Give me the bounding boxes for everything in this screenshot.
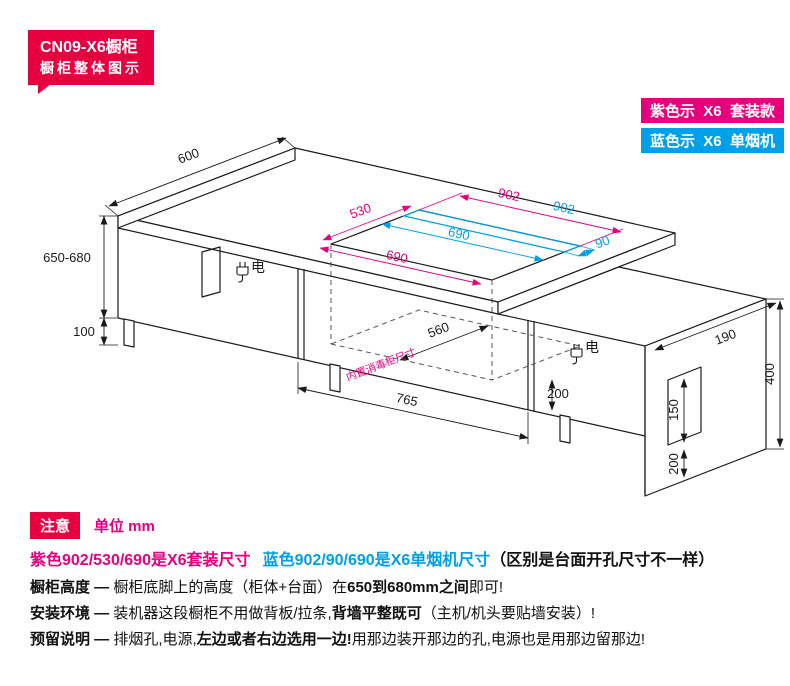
dim-765-line — [297, 386, 529, 440]
power-label-right: 电 — [585, 339, 599, 355]
dim-560-line — [399, 325, 489, 361]
attention-badge: 注意 — [30, 512, 81, 539]
dim-902-blue: 902 — [552, 198, 576, 217]
dims-purple — [319, 192, 624, 286]
note-height-text1: 橱柜底脚上的高度（柜体+台面）在 — [113, 579, 348, 596]
blue-size-rule: 蓝色902/90/690是X6单烟机尺寸 — [262, 552, 491, 569]
note-environment: 安装环境 — 装机器这段橱柜不用做背板/拉条,背墙平整既可（主机/机头要贴墙安装… — [30, 602, 595, 623]
dim-690-purple-line — [319, 246, 482, 286]
plug-icon — [570, 344, 583, 365]
note-env-text1: 装机器这段橱柜不用做背板/拉条, — [113, 605, 332, 622]
plug-icon — [236, 262, 249, 283]
extension-lines-blue — [563, 245, 596, 257]
dim-902-line — [459, 194, 622, 234]
purple-size-rule: 紫色902/530/690是X6套装尺寸 — [30, 552, 251, 569]
note-height: 橱柜高度 — 橱柜底脚上的高度（柜体+台面）在650到680mm之间即可! — [30, 576, 503, 597]
dim-690-blue-line — [381, 222, 544, 262]
plug-shape — [570, 344, 583, 365]
legend-blue: 蓝色示 X6 单烟机 — [640, 128, 784, 153]
hidden-lines — [329, 244, 582, 381]
note-env-text2: （主机/机头要贴墙安装）! — [421, 605, 596, 622]
note-reserve-text1: 排烟孔,电源, — [113, 631, 197, 648]
note-reserve-label: 预留说明 — — [30, 631, 114, 648]
dim-200-panel: 200 — [666, 453, 681, 475]
dims-blue — [381, 222, 596, 262]
dim-90-line — [577, 249, 595, 257]
note-height-bold: 650到680mm之间 — [347, 579, 469, 596]
cabinet-leg — [559, 414, 571, 444]
color-legend: 紫色示 X6 套装款 蓝色示 X6 单烟机 — [640, 98, 784, 153]
dim-560: 560 — [426, 319, 452, 341]
dim-190: 190 — [713, 326, 739, 348]
dim-150: 150 — [666, 399, 681, 421]
dim-90: 90 — [593, 232, 612, 251]
dim-600-line — [108, 137, 287, 207]
title-badge: CN09-X6橱柜 橱柜整体图示 — [28, 30, 154, 96]
unit-label: 单位 mm — [94, 518, 155, 535]
dim-400: 400 — [762, 363, 777, 385]
dim-530-line — [322, 205, 412, 241]
dim-690-purple: 690 — [385, 247, 409, 266]
dim-765: 765 — [395, 390, 419, 409]
dim-600: 600 — [176, 145, 202, 167]
interior-note: 内置消毒柜尺寸 — [344, 345, 417, 383]
cabinet-diagram: 600 650-680 100 902 902 530 690 690 90 5… — [43, 136, 784, 497]
legend-purple: 紫色示 X6 套装款 — [640, 98, 784, 123]
diagram-subtitle: 橱柜整体图示 — [40, 59, 142, 76]
opening-projection — [329, 244, 582, 381]
dim-530: 530 — [348, 200, 374, 222]
dim-100: 100 — [73, 324, 95, 339]
dims-black — [99, 136, 784, 478]
plug-shape — [236, 262, 249, 283]
dim-650-680: 650-680 — [43, 250, 91, 265]
dim-190-line — [654, 302, 777, 351]
note-env-label: 安装环境 — — [30, 605, 114, 622]
note-reserve: 预留说明 — 排烟孔,电源,左边或者右边选用一边!用那边装开那边的孔,电源也是用… — [30, 628, 645, 649]
carcass-edges — [117, 228, 646, 496]
note-reserve-text2: 用那边装开那边的孔,电源也是用那边留那边! — [351, 631, 646, 648]
size-rule-remark: （区别是台面开孔尺寸不一样） — [490, 552, 715, 569]
model-title: CN09-X6橱柜 — [40, 39, 138, 56]
power-label-left: 电 — [251, 259, 265, 275]
countertop-right-end — [497, 232, 676, 315]
note-env-bold: 背墙平整既可 — [331, 605, 422, 622]
vent-slot — [201, 246, 221, 298]
unit-note-row: 注意 单位 mm — [30, 512, 155, 539]
dim-200-mid: 200 — [547, 386, 569, 401]
panel-cutout — [667, 366, 702, 446]
cabinet-leg — [123, 318, 135, 348]
cabinet-leg — [329, 363, 341, 393]
note-reserve-bold: 左边或者右边选用一边! — [196, 631, 352, 648]
size-rule-line: 紫色902/530/690是X6套装尺寸蓝色902/90/690是X6单烟机尺寸… — [30, 546, 714, 570]
dim-902-purple: 902 — [497, 185, 521, 204]
dim-690-blue: 690 — [447, 224, 471, 243]
divider-panels — [297, 268, 535, 412]
note-height-text2: 即可! — [468, 579, 504, 596]
note-height-label: 橱柜高度 — — [30, 579, 114, 596]
